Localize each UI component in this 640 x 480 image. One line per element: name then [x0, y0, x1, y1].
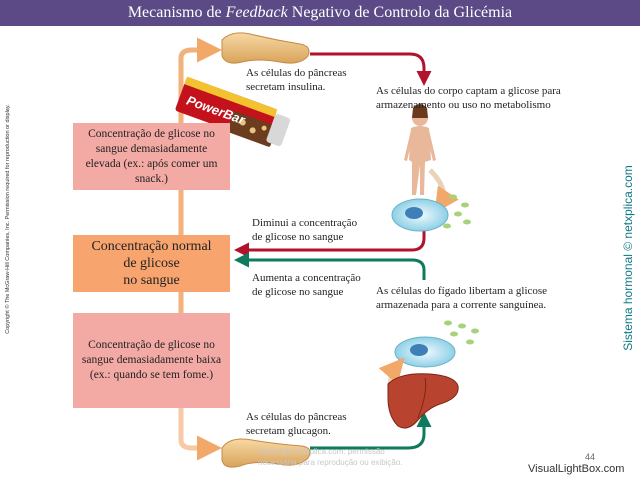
label-line: armazenada para a corrente sanguínea. — [376, 299, 547, 311]
glucagon-loop — [234, 252, 432, 450]
footer-site: VisualLightBox.com — [528, 463, 625, 475]
label-line: As células do fígado libertam a glicose — [376, 285, 548, 297]
copyright-side-text: Copyright © The McGraw-Hill Companies, I… — [5, 104, 11, 334]
high-glucose-box: Concentração de glicose no sangue demasi… — [73, 123, 230, 190]
label-line: As células do pâncreas — [246, 411, 347, 423]
normal-glucose-line: no sangue — [123, 273, 180, 288]
label-line: As células do pâncreas — [246, 67, 347, 79]
insulin-loop — [234, 52, 432, 258]
label-line: secretam glucagon. — [246, 425, 331, 437]
watermark-line: Copyright netxplica.com: permissão — [258, 447, 385, 456]
label-line: de glicose no sangue — [252, 231, 344, 243]
increase-label: Aumenta a concentração de glicose no san… — [252, 271, 361, 299]
pancreas-icon — [221, 438, 311, 468]
cell-icon — [394, 336, 456, 368]
brand-side-text: Sistema hormonal © netxplica.com — [621, 165, 635, 351]
liver-label: As células do fígado libertam a glicose … — [376, 284, 547, 312]
glucose-molecule-icon — [443, 194, 471, 229]
label-line: As células do corpo captam a glicose par… — [376, 85, 561, 97]
glucagon-label: As células do pâncreas secretam glucagon… — [246, 410, 347, 438]
page-number: 44 — [585, 452, 596, 462]
cell-icon — [391, 198, 449, 232]
label-line: secretam insulina. — [246, 81, 326, 93]
side-arrows — [178, 37, 222, 461]
label-line: Aumenta a concentração — [252, 272, 361, 284]
label-line: armazenamento ou uso no metabolismo — [376, 99, 551, 111]
glucose-molecule-icon — [444, 320, 479, 345]
watermark-line: necessária para reprodução ou exibição. — [258, 458, 403, 467]
normal-glucose-line: Concentração normal — [91, 239, 212, 254]
decrease-label: Diminui a concentração de glicose no san… — [252, 216, 357, 244]
label-line: de glicose no sangue — [252, 286, 344, 298]
pancreas-icon — [221, 32, 310, 64]
normal-glucose-line: de glicose — [123, 256, 180, 271]
body-cells-label: As células do corpo captam a glicose par… — [376, 84, 561, 112]
low-glucose-box: Concentração de glicose no sangue demasi… — [73, 313, 230, 408]
insulin-label: As células do pâncreas secretam insulina… — [246, 66, 347, 94]
liver-icon — [387, 373, 459, 429]
normal-glucose-box: Concentração normal de glicose no sangue — [73, 235, 230, 292]
watermark: Copyright netxplica.com: permissão neces… — [258, 446, 403, 468]
human-figure-icon — [404, 104, 436, 195]
label-line: Diminui a concentração — [252, 217, 358, 229]
page-title: Mecanismo de Feedback Negativo de Contro… — [0, 0, 640, 26]
